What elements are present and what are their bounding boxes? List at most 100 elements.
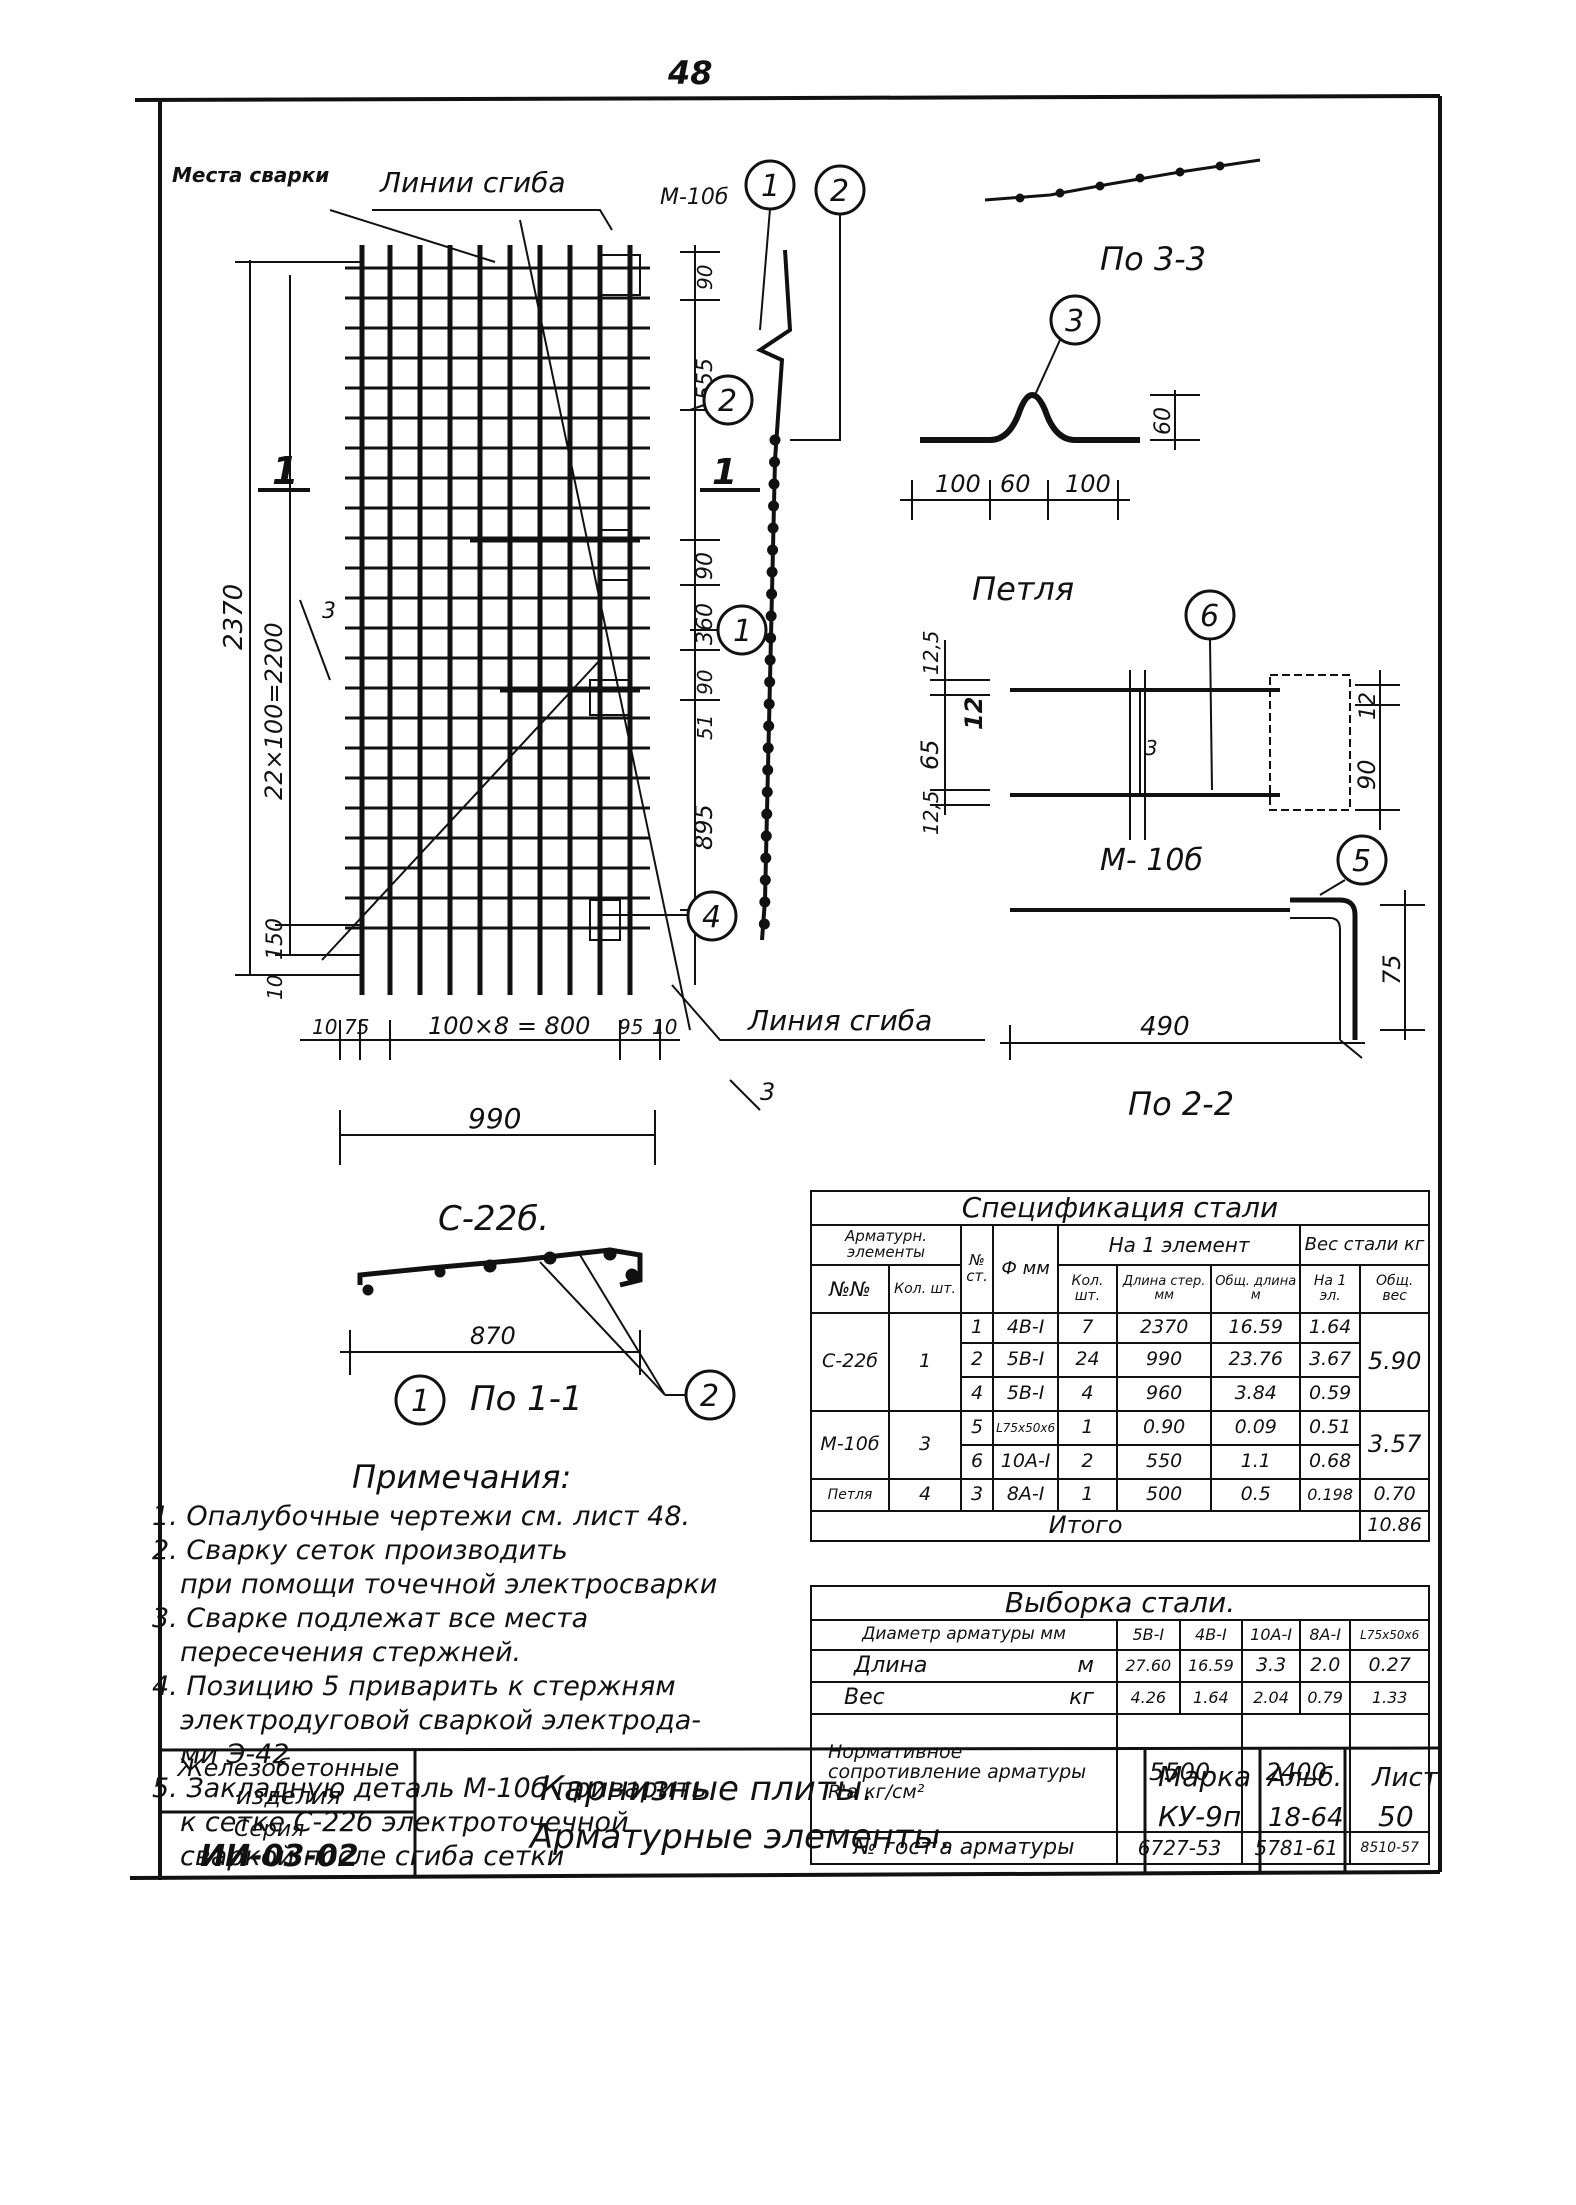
dim-90-top: 90 bbox=[693, 265, 717, 290]
pos-6-circle bbox=[1184, 589, 1236, 641]
section-11-title: По 1-1 bbox=[470, 1379, 583, 1419]
loop-dim-65: 65 bbox=[916, 739, 944, 770]
s33-dim-100a: 100 bbox=[935, 470, 981, 498]
spec-cell: С-22б bbox=[809, 1312, 891, 1412]
spec-cell: 0.198 bbox=[1298, 1478, 1362, 1512]
bottom-dimensions bbox=[300, 984, 985, 1165]
profile-bar-dot bbox=[764, 676, 776, 688]
spec-total-label: Итого bbox=[809, 1510, 1362, 1542]
spec-cell: 4 bbox=[960, 1376, 995, 1412]
spec-h-qty2: Кол. шт. bbox=[1057, 1264, 1118, 1314]
bottom-dim-10b: 10 bbox=[652, 1015, 677, 1039]
sel-h-diam: Диаметр арматуры мм bbox=[810, 1619, 1118, 1651]
profile-bar-dot bbox=[769, 456, 781, 468]
note-line: 3. Сварке подлежат все места bbox=[152, 1603, 589, 1634]
spec-cell: 1.64 bbox=[1298, 1312, 1362, 1344]
spec-cell: 4 bbox=[888, 1478, 963, 1512]
profile-bar-dot bbox=[767, 544, 779, 556]
loop-drawing bbox=[1010, 639, 1351, 840]
spec-h-wtot: Общ. вес bbox=[1359, 1264, 1430, 1314]
dim-360: 360 bbox=[693, 603, 718, 645]
selection-table: Выборка стали. Диаметр арматуры мм 5В-I … bbox=[810, 1585, 1430, 1865]
profile-bar-dot bbox=[767, 522, 779, 534]
spec-cell: 3 bbox=[960, 1478, 995, 1512]
section-1-left: 1 bbox=[272, 449, 298, 493]
spec-cell: 16.59 bbox=[1210, 1312, 1301, 1344]
sel-w-label: Вес bbox=[844, 1685, 885, 1711]
section-22-title: По 2-2 bbox=[1128, 1085, 1234, 1123]
sel-cell: 0.27 bbox=[1349, 1649, 1430, 1683]
sel-cell: 16.59 bbox=[1178, 1649, 1244, 1683]
note-line: 2. Сварку сеток производить bbox=[152, 1535, 568, 1566]
sel-col: 8А-I bbox=[1298, 1619, 1352, 1651]
section-33-shape bbox=[920, 392, 1140, 443]
section-3-left: 3 bbox=[322, 599, 336, 624]
section-33-title: По 3-3 bbox=[1100, 240, 1206, 278]
profile-bar-dot bbox=[758, 918, 770, 930]
sel-gost-a: 6727-53 bbox=[1115, 1831, 1244, 1865]
sel-norm-b: 2400 bbox=[1241, 1713, 1352, 1833]
spec-cell: 1 bbox=[888, 1312, 963, 1412]
note-line: 1. Опалубочные чертежи см. лист 48. bbox=[152, 1501, 691, 1532]
profile-bar-dot bbox=[762, 764, 774, 776]
profile-bar-dot bbox=[760, 852, 772, 864]
sel-w-unit: кг bbox=[1069, 1685, 1094, 1711]
sel-w-row: Вес кг bbox=[810, 1681, 1118, 1715]
m10b-label: М- 10б bbox=[1100, 843, 1203, 878]
spec-h-pos: № ст. bbox=[960, 1224, 995, 1314]
loop-dim-12: 12 bbox=[960, 697, 988, 730]
m10b-dim-3: 3 bbox=[1145, 736, 1158, 760]
profile-bar-dot bbox=[763, 698, 775, 710]
profile-bar-dot bbox=[760, 830, 772, 842]
spec-cell: Петля bbox=[809, 1478, 891, 1512]
mesh-grid bbox=[345, 245, 650, 995]
dim-2370: 2370 bbox=[219, 584, 249, 650]
section-33-dims bbox=[900, 390, 1200, 520]
dim-150: 150 bbox=[263, 918, 288, 960]
dim-895: 895 bbox=[690, 804, 718, 850]
pos-2-top: 2 bbox=[830, 174, 849, 209]
note-line: пересечения стержней. bbox=[180, 1637, 522, 1668]
loop-dim-125b: 12,5 bbox=[919, 790, 943, 835]
spec-total-value: 10.86 bbox=[1359, 1510, 1430, 1542]
sel-norm-label: Нормативное сопротивление арматуры R'а к… bbox=[810, 1713, 1118, 1833]
sel-norm-a: 5500 bbox=[1115, 1713, 1244, 1833]
embedded-plate bbox=[599, 529, 631, 581]
page-number: 48 bbox=[667, 54, 713, 92]
title-block-org: Железобетонные изделия bbox=[177, 1754, 400, 1810]
profile-bar-dot bbox=[763, 720, 775, 732]
profile-bar-dot bbox=[765, 610, 777, 622]
m10b-dim-90: 90 bbox=[1353, 759, 1381, 790]
m10b-dims bbox=[1000, 890, 1425, 1060]
spec-cell: 3.57 bbox=[1359, 1410, 1430, 1480]
spec-cell: 8А-I bbox=[992, 1478, 1060, 1512]
spec-h-element: Арматурн. элементы bbox=[809, 1224, 963, 1266]
loop-title: Петля bbox=[972, 570, 1074, 608]
spec-cell: 0.59 bbox=[1298, 1376, 1362, 1412]
profile-bar-dot bbox=[762, 742, 774, 754]
section-11-dim-870: 870 bbox=[470, 1322, 516, 1350]
diagonal-line-2 bbox=[519, 219, 691, 1031]
profile-bar-dot bbox=[766, 566, 778, 578]
sel-title: Выборка стали. bbox=[810, 1585, 1430, 1621]
spec-cell: 5В-I bbox=[992, 1376, 1060, 1412]
pos-5-circle bbox=[1336, 834, 1388, 886]
pos-3-leader bbox=[1034, 339, 1061, 396]
notes: Примечания: 1. Опалубочные чертежи см. л… bbox=[152, 1460, 812, 1874]
left-dimensions bbox=[235, 260, 360, 976]
sel-col: L75x50x6 bbox=[1349, 1619, 1430, 1651]
spec-cell: 0.68 bbox=[1298, 1444, 1362, 1480]
spec-cell: 1 bbox=[960, 1312, 995, 1344]
sel-len-unit: м bbox=[1077, 1653, 1094, 1679]
sel-col: 5В-I bbox=[1116, 1619, 1181, 1651]
spec-cell: 1.1 bbox=[1210, 1444, 1301, 1480]
note-line: к сетке С-22б электроточечной bbox=[180, 1807, 629, 1838]
profile-bar-dot bbox=[764, 654, 776, 666]
m10b-dim-490: 490 bbox=[1140, 1012, 1190, 1042]
pos-1-mid: 1 bbox=[733, 614, 752, 649]
spec-cell: 2370 bbox=[1115, 1312, 1213, 1344]
profile-bar-dot bbox=[766, 588, 778, 600]
spec-cell: 1 bbox=[1057, 1478, 1118, 1512]
dim-90-low: 90 bbox=[693, 670, 717, 695]
s11-pos-1: 1 bbox=[411, 1384, 430, 1419]
